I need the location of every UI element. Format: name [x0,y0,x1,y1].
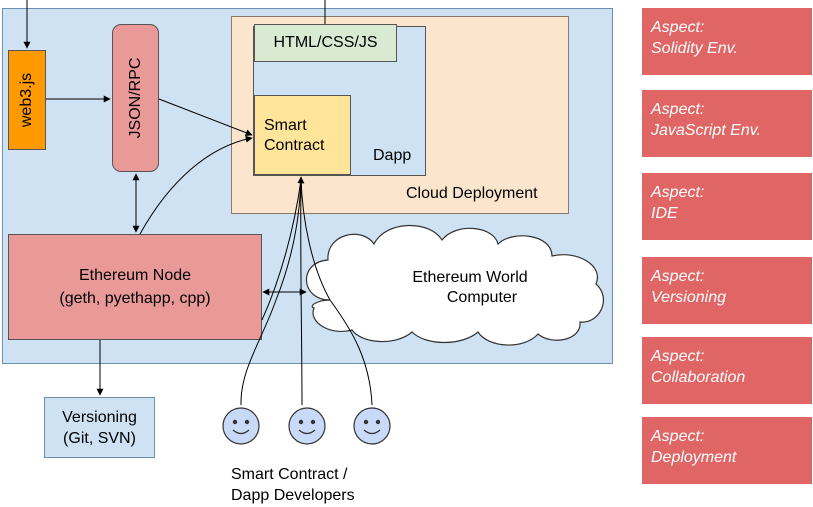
versioning-label: Versioning [62,408,137,426]
web3-box: web3.js [8,50,46,150]
json-rpc-box: JSON/RPC [112,24,159,172]
curve-dev2-contract [300,176,303,406]
ethereum-node-clients: (geth, pyethapp, cpp) [59,290,211,307]
aspect-heading: Aspect: [651,268,705,285]
cloud-shape [305,224,605,346]
developer-smiley-icon [222,407,260,445]
versioning-box: Versioning (Git, SVN) [44,397,155,458]
aspect-heading: Aspect: [651,348,705,365]
developers-caption-line1: Smart Contract / [231,466,348,483]
world-computer-line2: Computer [446,289,518,306]
aspect-heading: Aspect: [651,184,705,201]
arrow-rpc-to-contract [158,98,253,136]
versioning-tools: (Git, SVN) [63,429,136,447]
aspect-value: Solidity Env. [651,40,738,57]
developer-smiley-icon [288,407,326,445]
dapp-label: Dapp [373,147,412,164]
developers-caption-line2: Dapp Developers [231,487,355,504]
smart-contract-label-line1: Smart [264,117,307,134]
aspect-heading: Aspect: [651,428,705,445]
aspect-card-javascript: Aspect: JavaScript Env. [642,90,812,157]
aspect-card-ide: Aspect: IDE [642,173,812,240]
aspect-value: Collaboration [651,369,746,386]
html-css-js-box: HTML/CSS/JS [254,24,397,62]
aspect-heading: Aspect: [651,101,705,118]
developers-caption: Smart Contract / Dapp Developers [231,464,355,506]
ethereum-world-computer-label: Ethereum World Computer [380,268,560,308]
world-computer-line1: Ethereum World [412,269,528,286]
smart-contract-label-line2: Contract [264,137,325,154]
developer-smiley-icon [353,407,391,445]
curve-dev1-contract [240,176,305,406]
aspect-card-collaboration: Aspect: Collaboration [642,337,812,404]
smart-contract-box: Smart Contract [254,95,351,175]
ethereum-node-box: Ethereum Node (geth, pyethapp, cpp) [8,234,262,340]
aspect-value: Versioning [651,289,727,306]
aspect-value: IDE [651,205,678,222]
aspect-value: JavaScript Env. [651,122,761,139]
aspect-heading: Aspect: [651,19,705,36]
curve-dev3-contract [300,176,373,406]
ethereum-node-label: Ethereum Node [78,267,192,284]
aspect-card-deployment: Aspect: Deployment [642,417,812,484]
aspect-card-versioning: Aspect: Versioning [642,257,812,324]
html-css-js-label: HTML/CSS/JS [273,34,378,51]
cloud-deployment-label: Cloud Deployment [406,185,538,202]
curve-node-to-contract [139,135,253,235]
aspect-value: Deployment [651,449,737,466]
aspect-card-solidity: Aspect: Solidity Env. [642,8,812,75]
curve-node-corner [261,179,302,321]
